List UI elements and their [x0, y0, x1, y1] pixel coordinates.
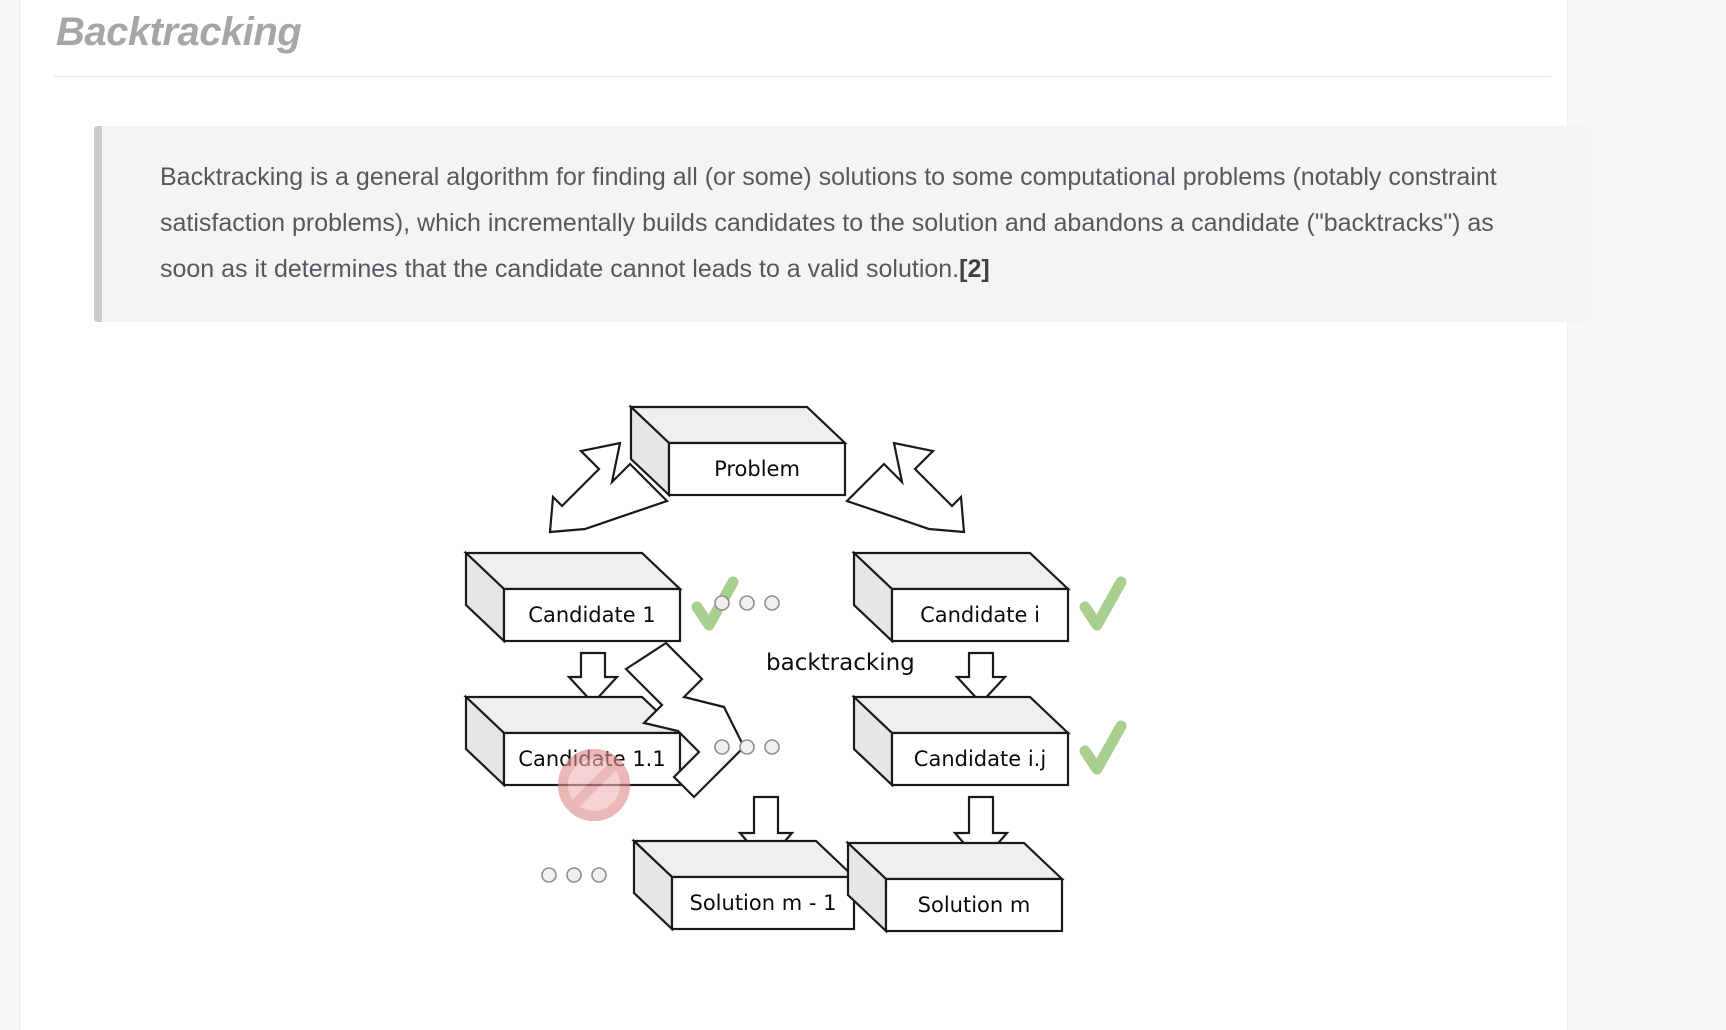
right-gutter: [1569, 0, 1726, 1030]
ellipsis-subcandidates-row: [714, 739, 780, 755]
definition-body: Backtracking is a general algorithm for …: [160, 163, 1497, 283]
arrow-candidate1-down: [566, 651, 620, 705]
checkmark-candidateij-icon: [1079, 720, 1127, 775]
definition-blockquote: Backtracking is a general algorithm for …: [94, 126, 1591, 322]
forbidden-candidate11-icon: [558, 749, 630, 821]
node-candidatei-main: Candidate i: [851, 550, 1071, 644]
label-candidatei: Candidate i: [920, 603, 1040, 627]
arrow-backtracking: [624, 641, 746, 799]
node-candidateij-main: Candidate i.j: [851, 694, 1071, 788]
node-problem-main: Problem: [628, 404, 848, 498]
label-candidate1: Candidate 1: [528, 603, 655, 627]
definition-text: Backtracking is a general algorithm for …: [160, 154, 1551, 292]
node-solutionm-main: Solution m: [845, 840, 1065, 934]
ellipsis-solutions-row: [541, 867, 607, 883]
arrow-problem-right: [844, 441, 966, 534]
title-divider: [54, 76, 1551, 77]
checkmark-candidatei-icon: [1079, 576, 1127, 631]
node-candidate1-main: Candidate 1: [463, 550, 683, 644]
arrow-candidatei-down: [954, 651, 1008, 705]
diagram-canvas-main: .f { fill:#ffffff; stroke:#1a1a1a; strok…: [54, 385, 1551, 965]
arrow-problem-left: [548, 441, 670, 534]
page-title: Backtracking: [56, 10, 302, 54]
edge-label-backtracking: backtracking: [766, 650, 915, 676]
ellipsis-candidates-row: [714, 595, 780, 611]
label-problem: Problem: [714, 457, 800, 481]
citation-reference: [2]: [959, 255, 990, 283]
content-sheet: Backtracking Backtracking is a general a…: [21, 0, 1591, 1030]
label-solutionm: Solution m: [918, 893, 1031, 917]
left-gutter: [0, 0, 20, 1030]
label-solutionm1: Solution m - 1: [690, 891, 837, 915]
label-candidateij: Candidate i.j: [914, 747, 1046, 771]
node-solutionm1-main: Solution m - 1: [631, 838, 857, 932]
backtracking-diagram: .bx-front { fill:#ffffff; stroke:#1a1a1a…: [54, 385, 1551, 965]
